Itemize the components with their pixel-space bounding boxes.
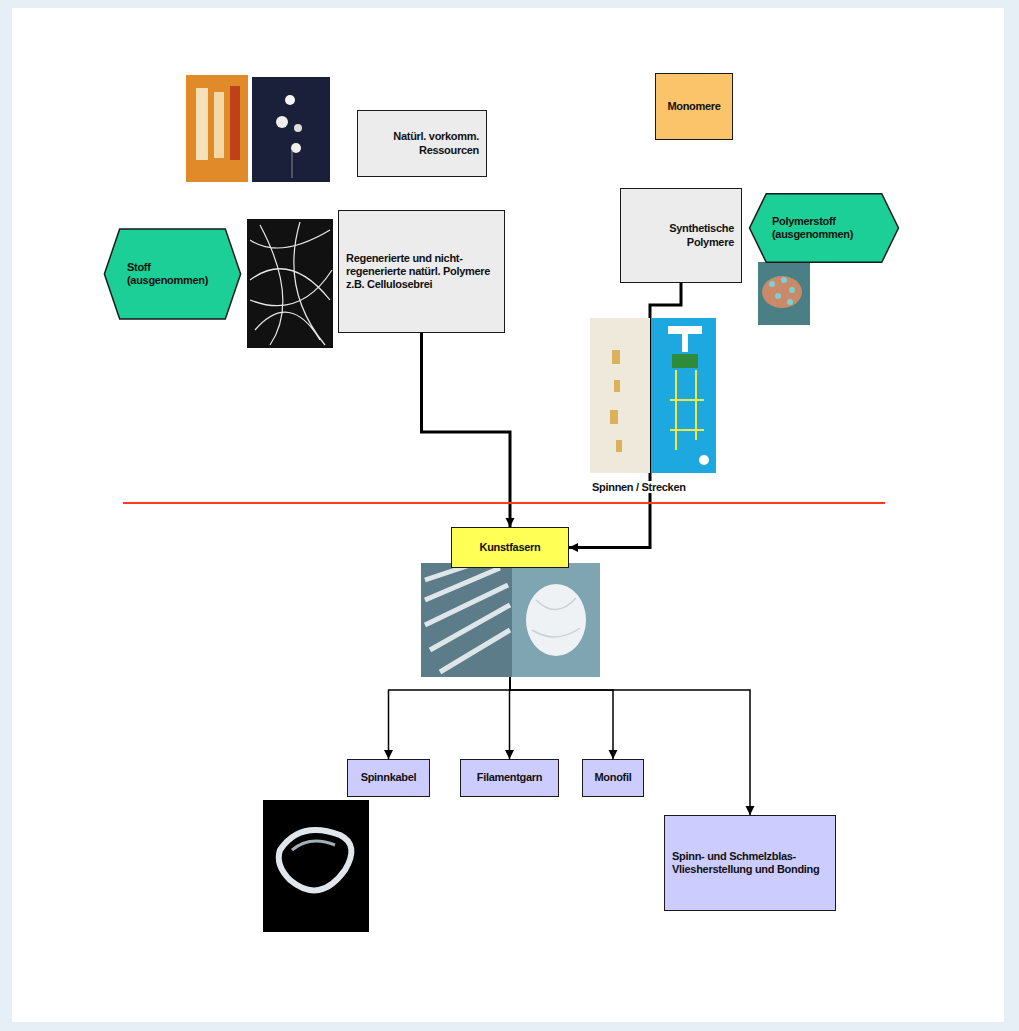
product-box: Monofil: [582, 759, 644, 797]
synthetic-box: Synthetische Polymere: [620, 188, 742, 283]
fiber-tuft-photo: [512, 563, 600, 677]
spinning-photo: [590, 318, 650, 473]
polymer-box: Regenerierte und nicht-regenerierte natü…: [338, 210, 505, 333]
cotton-photo: [252, 77, 330, 182]
node-text: Synthetische Polymere: [628, 222, 734, 248]
flow-arrow: [422, 333, 515, 527]
node-text: Polymerstoff (ausgenommen): [772, 215, 876, 241]
excluded-hexagon: Polymerstoff (ausgenommen): [748, 193, 900, 263]
product-box: Spinnkabel: [347, 759, 430, 797]
node-text: Monofil: [590, 771, 636, 784]
tow-photo: [263, 800, 369, 932]
divider-line: [123, 502, 885, 504]
fiber-texture-photo: [247, 219, 333, 348]
node-text: Spinn- und Schmelzblas-Vliesherstellung …: [672, 850, 828, 876]
spinning-machine-drawing: [652, 318, 716, 473]
node-text: Regenerierte und nicht-regenerierte natü…: [346, 252, 497, 292]
fiber-closeup-photo: [421, 563, 512, 677]
product-box: Filamentgarn: [460, 759, 559, 797]
product-box: Spinn- und Schmelzblas-Vliesherstellung …: [664, 815, 836, 911]
node-text: Stoff (ausgenommen): [127, 261, 218, 287]
resource-photo: [186, 75, 248, 182]
node-text: Kunstfasern: [459, 541, 561, 554]
fibre-box: Kunstfasern: [451, 527, 569, 568]
process-label: Spinnen / Strecken: [590, 481, 688, 493]
resource-box: Natürl. vorkomm. Ressourcen: [357, 110, 487, 177]
node-text: Natürl. vorkomm. Ressourcen: [365, 130, 479, 156]
node-text: Monomere: [663, 100, 725, 113]
excluded-hexagon: Stoff (ausgenommen): [103, 228, 242, 320]
node-text: Filamentgarn: [468, 771, 551, 784]
pellet-photo: [758, 262, 810, 325]
page-panel: [12, 8, 1004, 1022]
node-text: Spinnkabel: [355, 771, 422, 784]
monomer-box: Monomere: [655, 73, 733, 140]
